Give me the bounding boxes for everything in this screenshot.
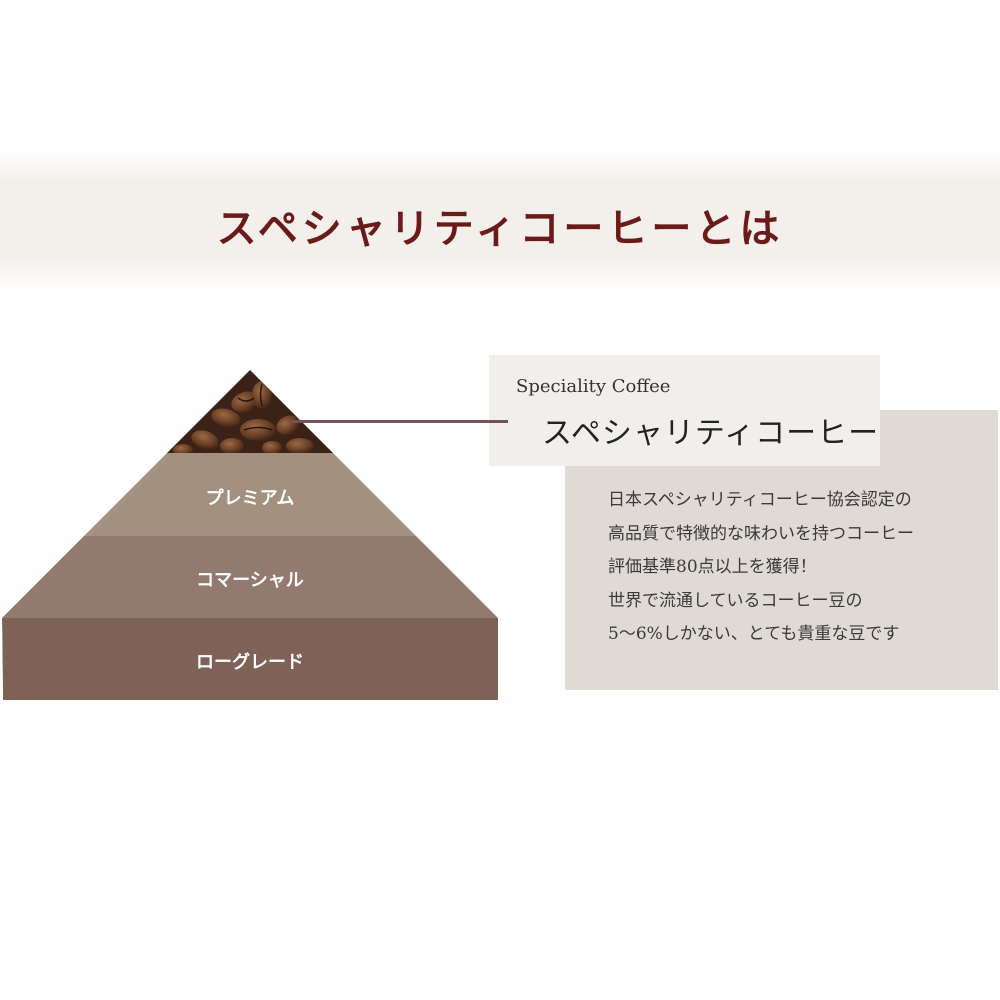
- page-title: スペシャリティコーヒーとは: [216, 205, 784, 252]
- tier-label-low-grade: ローグレード: [196, 652, 304, 673]
- description-line: 世界で流通しているコーヒー豆の: [608, 590, 863, 611]
- tier-premium: [84, 453, 416, 536]
- tier-low-grade-shape: [3, 618, 498, 700]
- description-line: 日本スペシャリティコーヒー協会認定の: [608, 490, 912, 510]
- speciality-japanese-label: スペシャリティコーヒー: [542, 416, 880, 451]
- description-line: 高品質で特徴的な味わいを持つコーヒー: [608, 523, 914, 544]
- title-band: [0, 150, 1000, 290]
- tier-commercial-shape: [84, 536, 416, 618]
- speciality-label-panel: [489, 355, 880, 466]
- description-text: 日本スペシャリティコーヒー協会認定の 高品質で特徴的な味わいを持つコーヒー 評価…: [608, 484, 914, 652]
- speciality-english-label: Speciality Coffee: [516, 376, 671, 397]
- description-line: 5〜6%しかない、とても貴重な豆です: [608, 624, 900, 644]
- tier-label-commercial: コマーシャル: [196, 570, 304, 591]
- connector-line: [292, 420, 508, 423]
- description-line: 評価基準80点以上を獲得！: [608, 557, 817, 577]
- tier-label-premium: プレミアム: [205, 488, 295, 509]
